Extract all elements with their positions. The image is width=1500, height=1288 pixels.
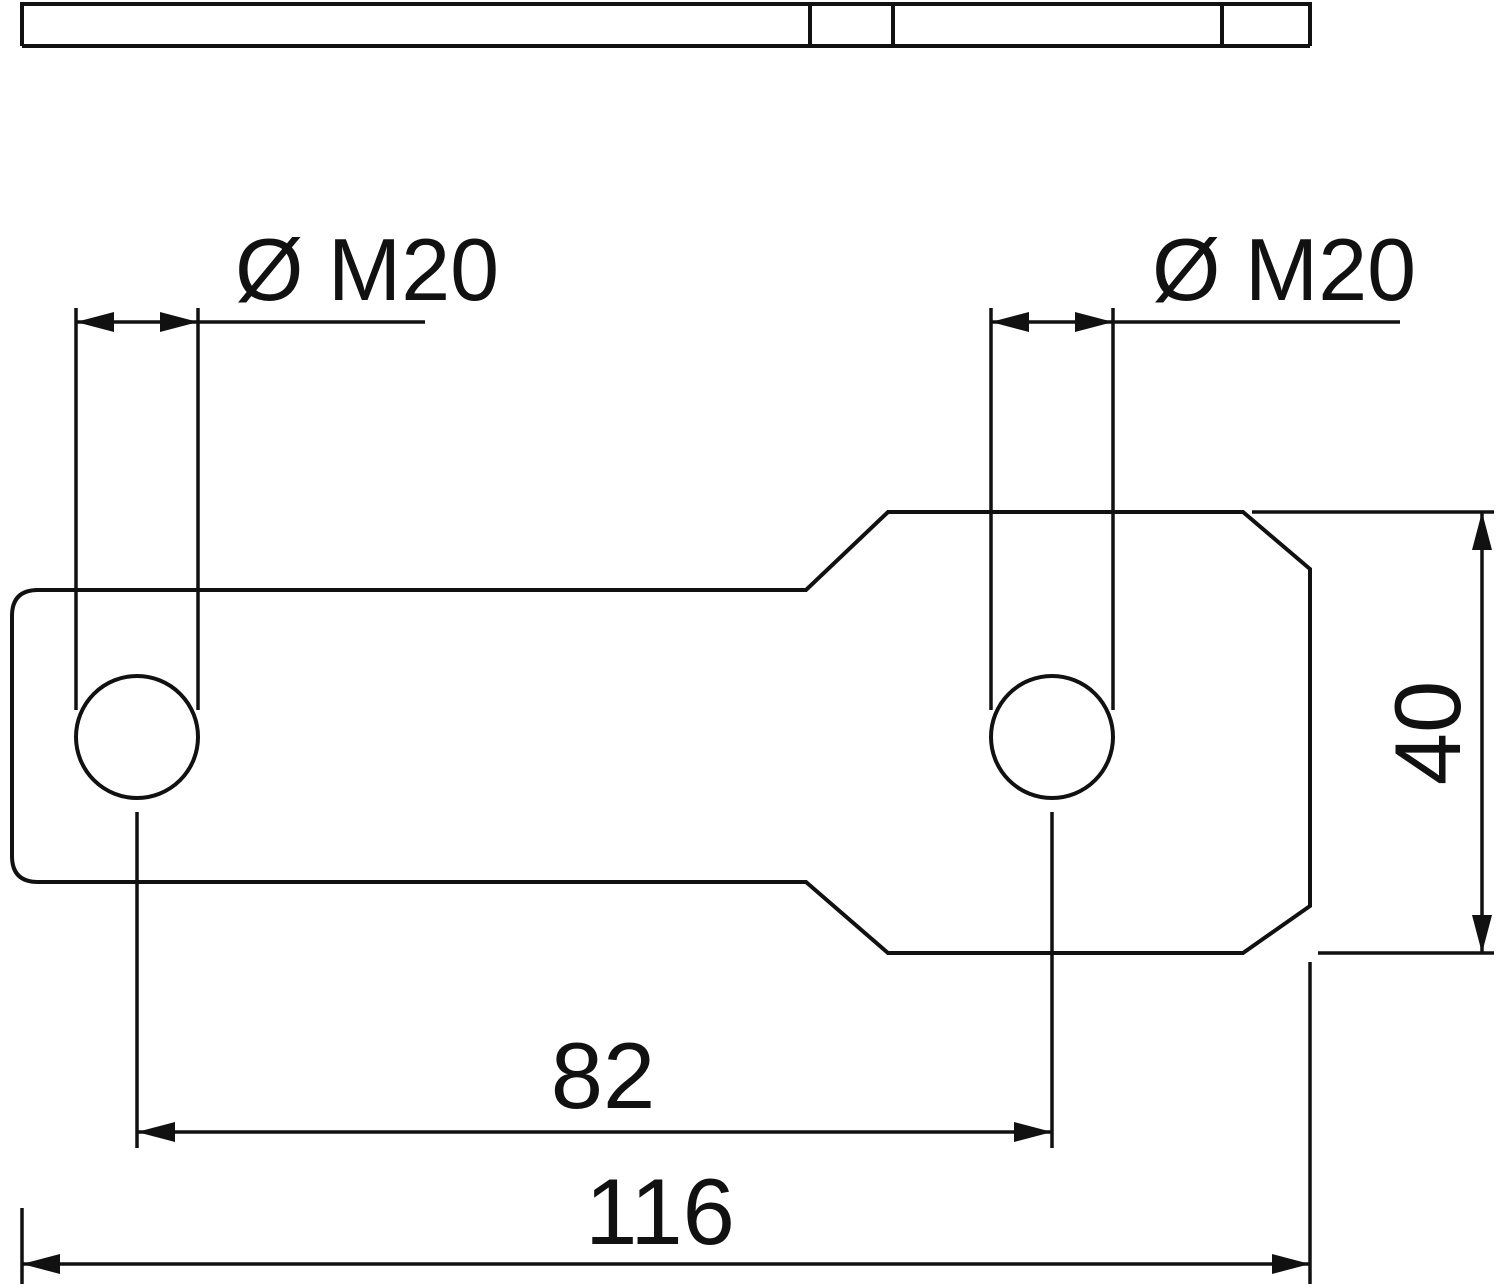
dimension-label-right-end-height: 40 bbox=[1375, 681, 1480, 786]
dimension-hole-right: Ø M20 bbox=[989, 220, 1416, 710]
title-block-edge bbox=[20, 2, 1312, 48]
arrowhead-down-icon bbox=[1472, 915, 1492, 953]
arrowhead-right-icon bbox=[1075, 312, 1113, 332]
dimension-label-hole-spacing: 82 bbox=[551, 1023, 656, 1128]
dimension-label-overall-width: 116 bbox=[585, 1159, 735, 1264]
arrowhead-right-icon bbox=[1014, 1122, 1052, 1142]
arrowhead-left-icon bbox=[22, 1254, 60, 1274]
arrowhead-left-icon bbox=[991, 312, 1029, 332]
dimension-hole-left: Ø M20 bbox=[74, 220, 499, 710]
dimension-hole-spacing: 82 bbox=[135, 812, 1054, 1148]
arrowhead-left-icon bbox=[76, 312, 114, 332]
dimension-overall-width: 116 bbox=[20, 962, 1312, 1284]
hole-right bbox=[989, 674, 1115, 800]
dimension-label-hole-left: Ø M20 bbox=[235, 220, 499, 319]
plate-outline bbox=[10, 510, 1312, 955]
arrowhead-right-icon bbox=[1272, 1254, 1310, 1274]
arrowhead-right-icon bbox=[160, 312, 198, 332]
hole-left bbox=[74, 674, 200, 800]
arrowhead-left-icon bbox=[137, 1122, 175, 1142]
dimension-right-end-height: 40 bbox=[1252, 510, 1494, 955]
arrowhead-up-icon bbox=[1472, 512, 1492, 550]
dimension-label-hole-right: Ø M20 bbox=[1152, 220, 1416, 319]
